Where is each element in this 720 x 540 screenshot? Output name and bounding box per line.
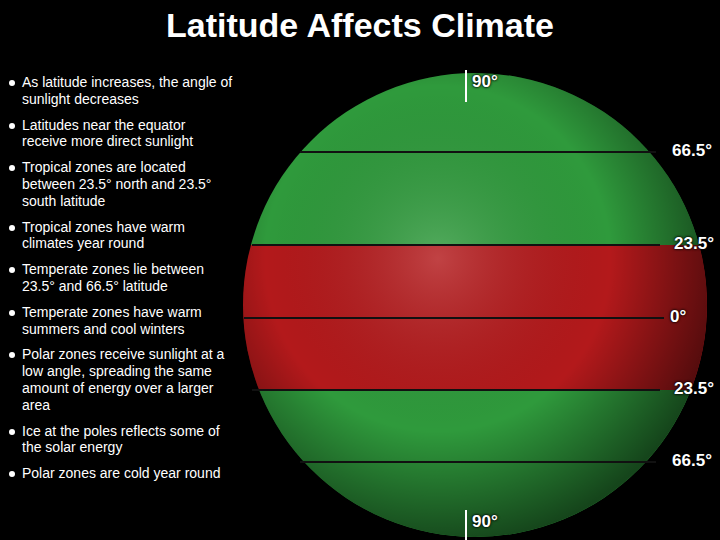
latitude-line — [244, 317, 664, 319]
latitude-line — [252, 389, 660, 391]
bullet-item: Temperate zones lie between 23.5° and 66… — [8, 261, 234, 295]
bullet-dot — [9, 267, 15, 273]
latitude-line — [252, 244, 660, 246]
bullet-text: Polar zones receive sunlight at a low an… — [22, 346, 234, 413]
bullet-text: Latitudes near the equator receive more … — [22, 117, 234, 151]
pole-marker — [465, 70, 467, 102]
bullet-item: Polar zones receive sunlight at a low an… — [8, 346, 234, 413]
latitude-label: 23.5° — [674, 379, 714, 399]
bullet-item: Latitudes near the equator receive more … — [8, 117, 234, 151]
bullet-dot — [9, 225, 15, 231]
bullet-text: Temperate zones have warm summers and co… — [22, 304, 234, 338]
pole-marker — [465, 510, 467, 540]
latitude-label: 66.5° — [672, 141, 712, 161]
bullet-item: Temperate zones have warm summers and co… — [8, 304, 234, 338]
bullet-text: Tropical zones are located between 23.5°… — [22, 159, 234, 209]
latitude-label: 66.5° — [672, 451, 712, 471]
bullet-dot — [9, 429, 15, 435]
bullet-item: Ice at the poles reflects some of the so… — [8, 423, 234, 457]
latitude-line — [300, 151, 656, 153]
bullet-item: Tropical zones have warm climates year r… — [8, 219, 234, 253]
bullet-text: As latitude increases, the angle of sunl… — [22, 74, 234, 108]
bullet-text: Temperate zones lie between 23.5° and 66… — [22, 261, 234, 295]
latitude-line — [300, 461, 656, 463]
bullet-dot — [9, 310, 15, 316]
bullet-dot — [9, 123, 15, 129]
globe-shading — [243, 73, 707, 537]
bullet-list: As latitude increases, the angle of sunl… — [8, 74, 234, 491]
bullet-item: Polar zones are cold year round — [8, 465, 234, 482]
latitude-label: 90° — [472, 512, 498, 532]
latitude-label: 23.5° — [674, 234, 714, 254]
bullet-dot — [9, 471, 15, 477]
bullet-text: Ice at the poles reflects some of the so… — [22, 423, 234, 457]
latitude-label: 90° — [472, 72, 498, 92]
latitude-label: 0° — [670, 307, 686, 327]
bullet-dot — [9, 165, 15, 171]
bullet-item: Tropical zones are located between 23.5°… — [8, 159, 234, 209]
bullet-item: As latitude increases, the angle of sunl… — [8, 74, 234, 108]
bullet-text: Tropical zones have warm climates year r… — [22, 219, 234, 253]
slide-title: Latitude Affects Climate — [0, 6, 720, 45]
bullet-text: Polar zones are cold year round — [22, 465, 234, 482]
bullet-dot — [9, 80, 15, 86]
bullet-dot — [9, 352, 15, 358]
